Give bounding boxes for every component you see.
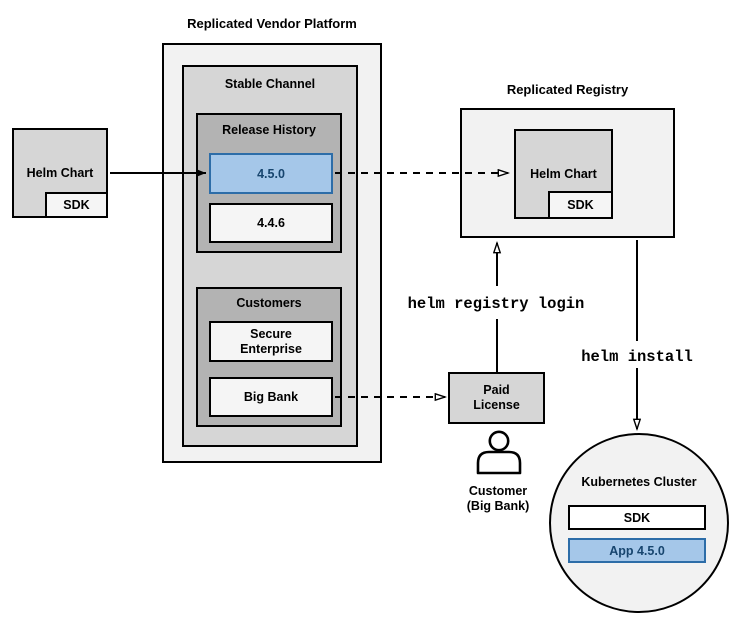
release-4-5-0-box: 4.5.0 <box>209 153 333 194</box>
cluster-sdk-label: SDK <box>623 510 651 525</box>
cluster-sdk-box: SDK <box>568 505 706 530</box>
cluster-app-box: App 4.5.0 <box>568 538 706 563</box>
command-helm-install: helm install <box>581 348 693 366</box>
registry-helm-chart-label: Helm Chart <box>530 167 597 181</box>
release-history-label: Release History <box>222 123 316 137</box>
release-4-4-6-label: 4.4.6 <box>257 216 285 230</box>
customer-secure-enterprise-label: Secure Enterprise <box>240 326 302 356</box>
registry-title: Replicated Registry <box>506 82 629 97</box>
stable-channel-label: Stable Channel <box>224 77 316 91</box>
release-4-5-0-label: 4.5.0 <box>257 166 285 181</box>
command-helm-registry-login: helm registry login <box>407 295 585 313</box>
release-4-4-6-box: 4.4.6 <box>209 203 333 243</box>
source-sdk-box: SDK <box>45 192 108 218</box>
person-icon <box>476 430 522 475</box>
source-helm-chart-label: Helm Chart <box>26 166 94 180</box>
registry-sdk-label: SDK <box>567 198 594 212</box>
customers-label: Customers <box>236 296 302 310</box>
customer-caption: Customer (Big Bank) <box>466 484 530 513</box>
kubernetes-cluster-title: Kubernetes Cluster <box>581 475 697 489</box>
customer-big-bank-label: Big Bank <box>243 390 299 404</box>
customer-secure-enterprise-box: Secure Enterprise <box>209 321 333 362</box>
customer-big-bank-box: Big Bank <box>209 377 333 417</box>
source-sdk-label: SDK <box>63 198 90 212</box>
paid-license-box: Paid License <box>448 372 545 424</box>
vendor-platform-title: Replicated Vendor Platform <box>187 16 357 31</box>
paid-license-label: Paid License <box>473 383 520 412</box>
cluster-app-label: App 4.5.0 <box>609 543 665 558</box>
registry-sdk-box: SDK <box>548 191 613 219</box>
